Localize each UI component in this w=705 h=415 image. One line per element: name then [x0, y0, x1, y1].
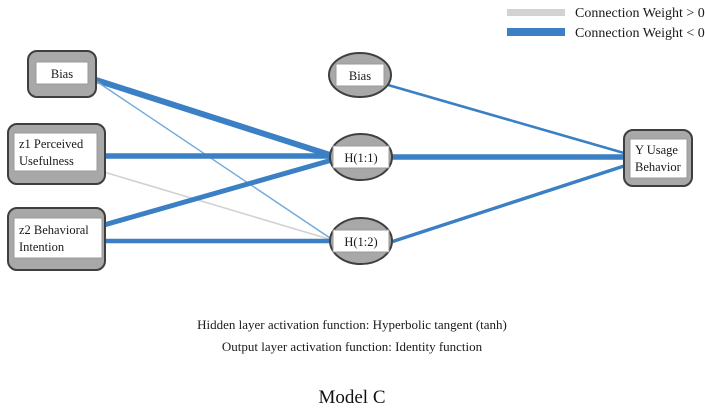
legend: Connection Weight > 0 Connection Weight …	[507, 6, 705, 41]
activation-captions: Hidden layer activation function: Hyperb…	[197, 317, 507, 354]
node-input-bias-label: Bias	[51, 67, 73, 81]
legend-swatch-negative-weight	[507, 28, 565, 36]
node-input-z2-label-line2: Intention	[19, 240, 65, 254]
diagram-title: Model C	[318, 387, 385, 408]
node-input-z2[interactable]: z2 Behavioral Intention	[7, 207, 106, 271]
legend-swatch-positive-weight	[507, 9, 565, 16]
node-output-y[interactable]: Y Usage Behavior	[623, 129, 693, 187]
legend-label-negative-weight: Connection Weight < 0	[575, 26, 705, 41]
node-input-z1[interactable]: z1 Perceived Usefulness	[7, 123, 106, 185]
node-hidden-h12[interactable]: H(1:2)	[329, 217, 393, 265]
node-input-z2-label-line1: z2 Behavioral	[19, 223, 89, 237]
node-input-bias-label-box	[35, 61, 89, 85]
node-hidden-bias[interactable]: Bias	[328, 52, 392, 98]
node-output-y-label-line2: Behavior	[635, 160, 682, 174]
node-input-z2-label-box	[13, 217, 103, 259]
caption-output-activation: Output layer activation function: Identi…	[222, 339, 483, 354]
edge-input-bias-to-h12	[95, 80, 331, 239]
node-hidden-bias-label: Bias	[349, 69, 371, 83]
node-output-y-label-box	[629, 138, 688, 179]
edge-h12-to-y	[387, 164, 625, 245]
node-hidden-h11[interactable]: H(1:1)	[329, 133, 393, 181]
node-input-z1-label-box	[13, 132, 98, 172]
node-hidden-h12-label-box	[332, 229, 390, 253]
edge-input-bias-to-h11	[95, 77, 331, 158]
node-input-bias[interactable]: Bias	[27, 50, 97, 98]
node-input-z1-label-line2: Usefulness	[19, 154, 74, 168]
node-hidden-h12-label: H(1:2)	[344, 235, 377, 249]
node-hidden-h11-label-box	[332, 145, 390, 169]
node-hidden-h11-label: H(1:1)	[344, 151, 377, 165]
edge-z1-to-h12	[103, 171, 333, 241]
caption-hidden-activation: Hidden layer activation function: Hyperb…	[197, 317, 507, 332]
legend-label-positive-weight: Connection Weight > 0	[575, 6, 705, 21]
node-hidden-bias-label-box	[335, 63, 385, 87]
edge-z2-to-h11	[103, 157, 333, 228]
edge-layer	[95, 77, 625, 245]
edge-hidden-bias-to-y	[387, 83, 625, 155]
node-output-y-label-line1: Y Usage	[635, 143, 678, 157]
node-input-z1-label-line1: z1 Perceived	[19, 137, 84, 151]
legend-item-positive-weight: Connection Weight > 0	[507, 6, 705, 21]
legend-item-negative-weight: Connection Weight < 0	[507, 26, 705, 41]
